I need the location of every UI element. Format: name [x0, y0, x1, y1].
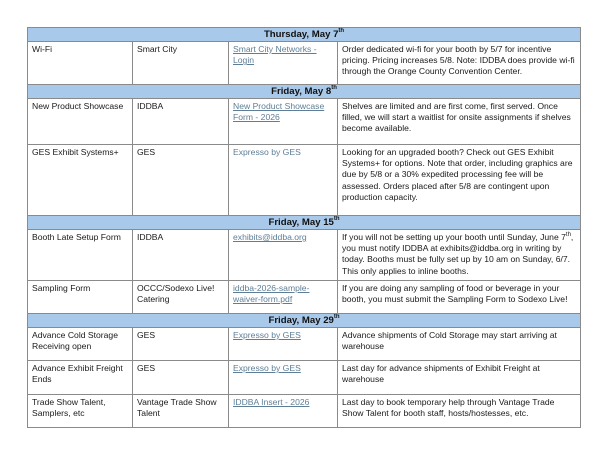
details-cell: Order dedicated wi-fi for your booth by … — [336, 41, 582, 85]
smart-city-login-link[interactable]: Smart City Networks - Login — [233, 44, 317, 66]
link-cell: New Product Showcase Form - 2026 — [228, 98, 338, 145]
details-cell: Last day to book temporary help through … — [336, 394, 582, 428]
details-cell: Shelves are limited and are first come, … — [336, 98, 582, 145]
vendor-cell: GES — [132, 327, 229, 361]
details-cell: If you will not be setting up your booth… — [336, 229, 582, 281]
vendor-cell: OCCC/Sodexo Live! Catering — [132, 280, 229, 314]
table-row-wifi: Wi-Fi Smart City Smart City Networks - L… — [27, 41, 582, 85]
vendor-cell: GES — [132, 144, 229, 216]
day-title: Thursday, May 7 — [263, 29, 339, 40]
deadline-schedule-table: Thursday, May 7th Wi-Fi Smart City Smart… — [26, 27, 582, 428]
table-row-booth-late-setup: Booth Late Setup Form IDDBA exhibits@idd… — [27, 229, 582, 281]
vendor-cell: Vantage Trade Show Talent — [132, 394, 229, 428]
details-cell: Last day for advance shipments of Exhibi… — [336, 360, 582, 395]
vendor-cell: IDDBA — [132, 229, 229, 281]
table-row-ges-exhibit-systems: GES Exhibit Systems+ GES Expresso by GES… — [27, 144, 582, 216]
sample-waiver-form-link[interactable]: iddba-2026-sample-waiver-form.pdf — [233, 283, 310, 305]
details-cell: Looking for an upgraded booth? Check out… — [336, 144, 582, 216]
table-row-trade-show-talent: Trade Show Talent, Samplers, etc Vantage… — [27, 394, 582, 428]
expresso-by-ges-link[interactable]: Expresso by GES — [233, 363, 301, 373]
item-cell: Wi-Fi — [27, 41, 133, 85]
day-header-may-15: Friday, May 15th — [26, 215, 582, 230]
item-cell: Sampling Form — [27, 280, 133, 314]
details-cell: Advance shipments of Cold Storage may st… — [336, 327, 582, 361]
vendor-cell: Smart City — [132, 41, 229, 85]
link-cell: IDDBA Insert - 2026 — [228, 394, 338, 428]
day-title: Friday, May 29 — [268, 315, 334, 326]
new-product-showcase-form-link[interactable]: New Product Showcase Form - 2026 — [233, 101, 325, 123]
iddba-insert-link[interactable]: IDDBA Insert - 2026 — [233, 397, 310, 407]
day-header-may-29: Friday, May 29th — [26, 313, 582, 328]
link-cell: Smart City Networks - Login — [228, 41, 338, 85]
table-row-advance-cold-storage: Advance Cold Storage Receiving open GES … — [27, 327, 582, 361]
link-cell: iddba-2026-sample-waiver-form.pdf — [228, 280, 338, 314]
vendor-cell: GES — [132, 360, 229, 395]
link-cell: exhibits@iddba.org — [228, 229, 338, 281]
item-cell: Advance Cold Storage Receiving open — [27, 327, 133, 361]
link-cell: Expresso by GES — [228, 360, 338, 395]
expresso-by-ges-link[interactable]: Expresso by GES — [233, 330, 301, 340]
item-cell: GES Exhibit Systems+ — [27, 144, 133, 216]
expresso-by-ges-link[interactable]: Expresso by GES — [233, 147, 301, 157]
day-title: Friday, May 15 — [268, 217, 334, 228]
day-header-may-7: Thursday, May 7th — [26, 27, 582, 42]
item-cell: Trade Show Talent, Samplers, etc — [27, 394, 133, 428]
item-cell: New Product Showcase — [27, 98, 133, 145]
table-row-sampling-form: Sampling Form OCCC/Sodexo Live! Catering… — [27, 280, 582, 314]
day-header-may-8: Friday, May 8th — [26, 84, 582, 99]
link-cell: Expresso by GES — [228, 327, 338, 361]
table-row-advance-exhibit-freight: Advance Exhibit Freight Ends GES Express… — [27, 360, 582, 395]
table-row-new-product-showcase: New Product Showcase IDDBA New Product S… — [27, 98, 582, 145]
link-cell: Expresso by GES — [228, 144, 338, 216]
day-title: Friday, May 8 — [271, 86, 332, 97]
details-cell: If you are doing any sampling of food or… — [336, 280, 582, 314]
exhibits-email-link[interactable]: exhibits@iddba.org — [233, 232, 307, 242]
item-cell: Advance Exhibit Freight Ends — [27, 360, 133, 395]
item-cell: Booth Late Setup Form — [27, 229, 133, 281]
vendor-cell: IDDBA — [132, 98, 229, 145]
